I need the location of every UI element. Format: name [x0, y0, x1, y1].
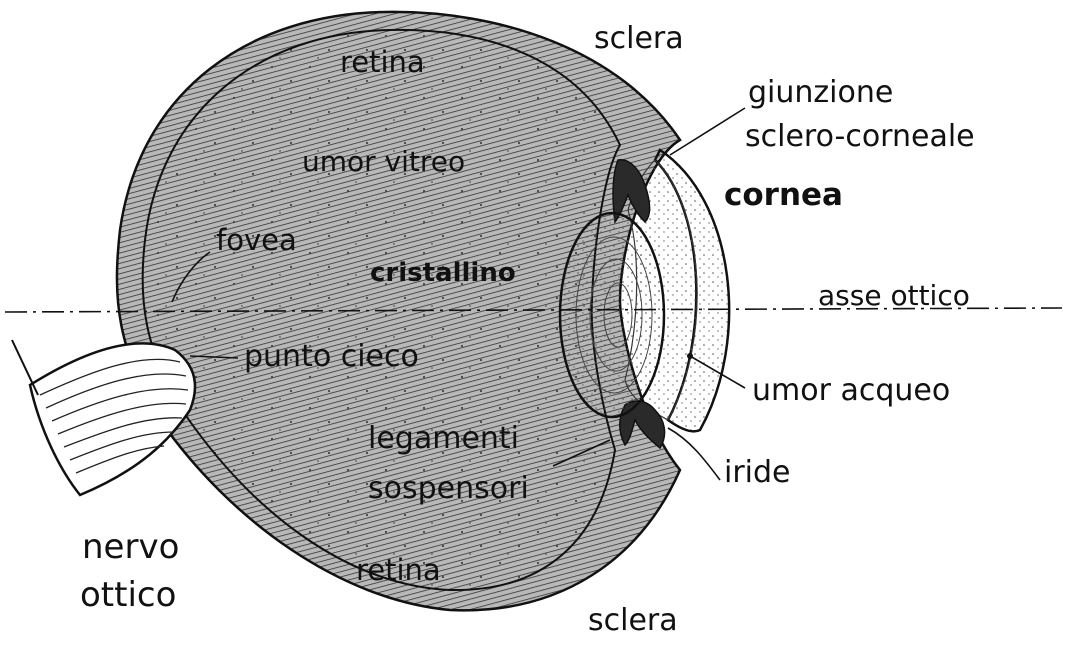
- label-sclera-bottom: sclera: [588, 606, 678, 636]
- label-retina-top: retina: [340, 48, 425, 77]
- label-giunzione-line2: sclero-corneale: [745, 122, 975, 152]
- label-umor-acqueo: umor acqueo: [752, 376, 950, 406]
- label-legamenti-line1: legamenti: [368, 424, 519, 454]
- label-iride: iride: [724, 458, 791, 488]
- label-retina-bottom: retina: [356, 556, 441, 585]
- label-nervo: nervo: [82, 530, 179, 564]
- label-ottico: ottico: [80, 578, 176, 612]
- label-legamenti-line2: sospensori: [368, 474, 529, 504]
- label-fovea: fovea: [216, 226, 297, 255]
- label-cornea: cornea: [724, 180, 843, 211]
- leader-giunzione: [670, 108, 745, 155]
- label-punto-cieco: punto cieco: [244, 342, 419, 372]
- label-cristallino: cristallino: [370, 260, 516, 286]
- optic-nerve-edge: [12, 340, 38, 395]
- label-umor-vitreo: umor vitreo: [302, 148, 465, 176]
- label-giunzione-line1: giunzione: [748, 78, 893, 108]
- label-asse-ottico: asse ottico: [818, 282, 970, 310]
- umor-acqueo-dot: [687, 353, 693, 359]
- label-sclera-top: sclera: [594, 24, 684, 54]
